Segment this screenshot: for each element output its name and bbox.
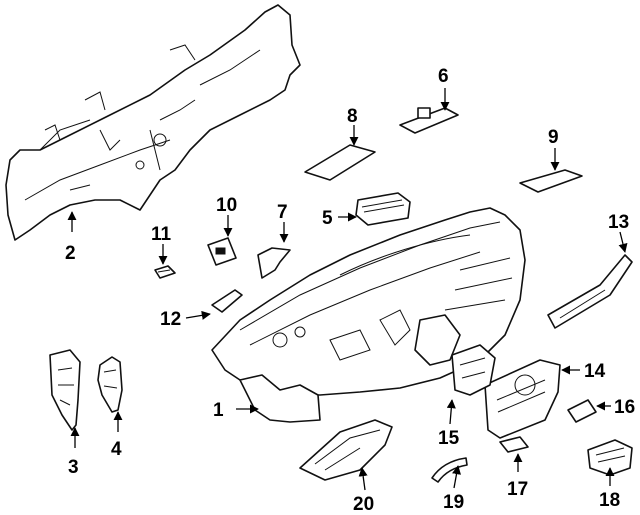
callout-14: 14	[584, 361, 606, 382]
callout-8: 8	[347, 106, 358, 127]
instrument-panel	[211, 207, 526, 423]
left-end-trim	[211, 289, 243, 313]
leader-lines	[67, 88, 628, 491]
lower-panel-cover	[299, 419, 393, 481]
callout-5: 5	[322, 208, 333, 229]
callout-2: 2	[65, 243, 76, 264]
left-closeout-panel	[97, 356, 123, 413]
callout-labels: 1 2 3 4 5 6 7 8 9 10 11 12 13 14 15 16 1…	[65, 66, 635, 515]
callout-15: 15	[438, 428, 460, 449]
right-trim-strip	[547, 254, 633, 329]
center-bezel	[484, 359, 561, 439]
callout-16: 16	[614, 397, 635, 418]
upper-storage-bin	[355, 192, 411, 226]
callout-6: 6	[438, 66, 449, 87]
callout-18: 18	[599, 490, 620, 511]
right-support-bracket	[451, 344, 496, 396]
callout-3: 3	[68, 457, 79, 478]
vent-cover	[399, 107, 459, 134]
callout-20: 20	[353, 494, 374, 515]
cross-car-beam	[5, 4, 301, 241]
callout-9: 9	[548, 127, 559, 148]
switch-panel	[567, 399, 597, 423]
left-speaker-grille	[304, 144, 376, 181]
headlamp-switch	[207, 237, 237, 266]
callout-12: 12	[160, 309, 181, 330]
callout-7: 7	[277, 202, 288, 223]
right-speaker-grille	[519, 169, 583, 193]
left-side-bracket	[49, 349, 81, 431]
callout-10: 10	[216, 195, 237, 216]
callout-19: 19	[443, 492, 464, 513]
arc-trim	[431, 457, 468, 483]
callout-17: 17	[507, 479, 528, 500]
callout-13: 13	[608, 212, 629, 233]
small-switch	[499, 436, 529, 453]
callout-1: 1	[213, 400, 224, 421]
callout-11: 11	[151, 224, 172, 245]
mounting-bracket	[587, 439, 633, 476]
center-trim-bracket	[257, 247, 291, 279]
callout-4: 4	[111, 439, 122, 460]
clip-fastener	[154, 265, 176, 279]
